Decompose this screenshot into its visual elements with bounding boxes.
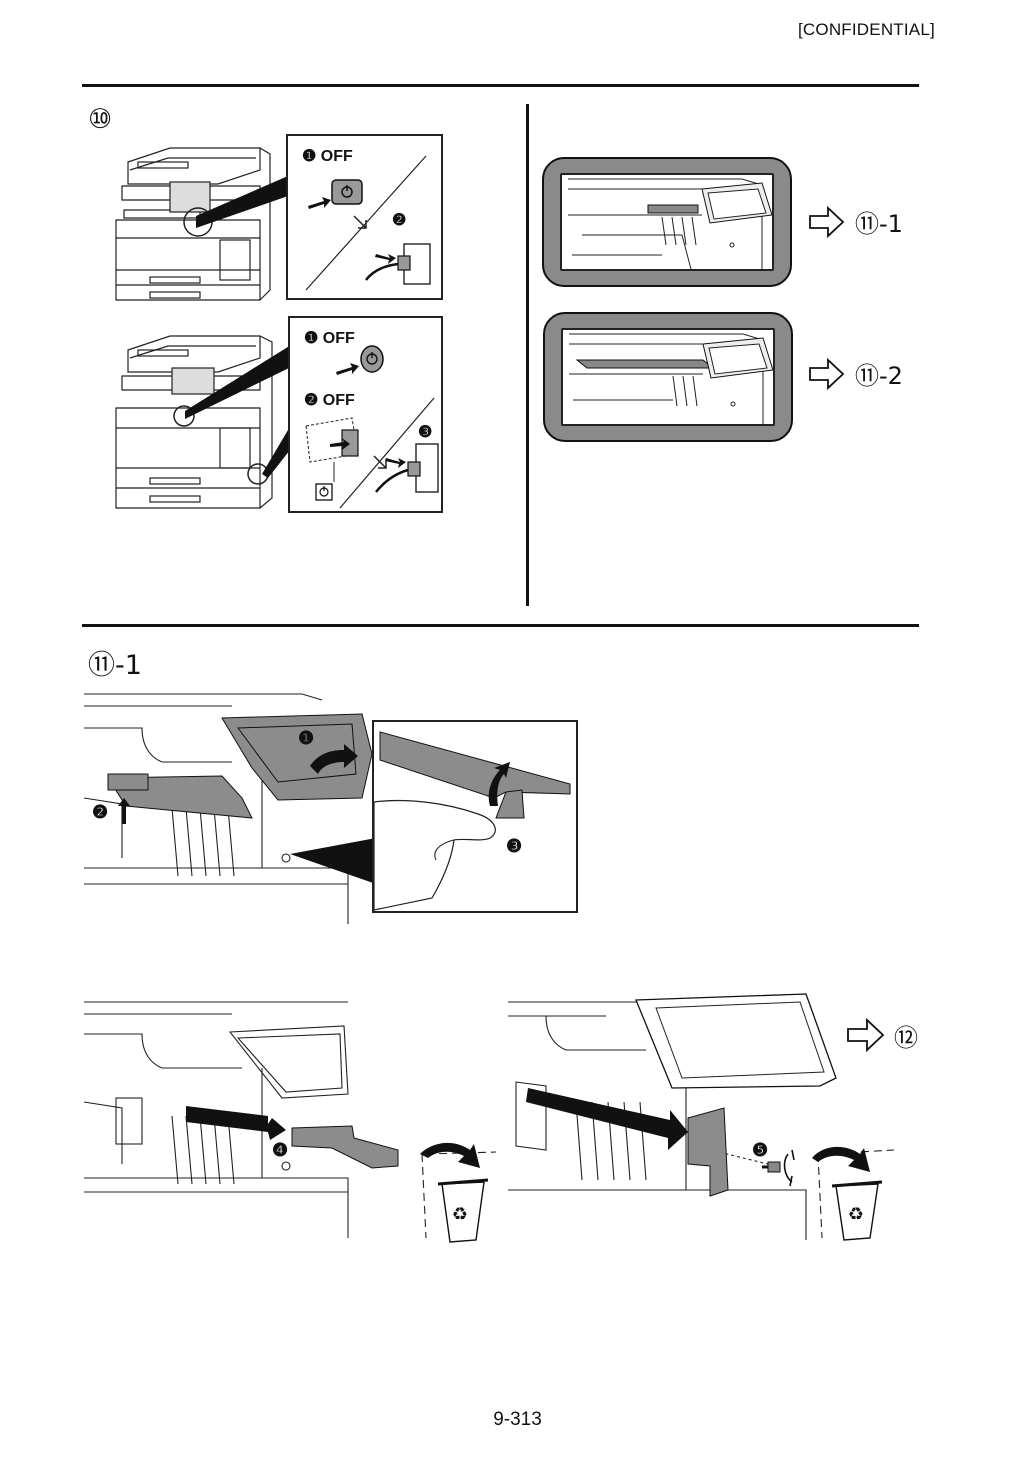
next-step-arrow-icon [847, 1017, 885, 1053]
power-off-inset-lower: ❶ OFF ❷ OFF ❸ [288, 316, 443, 513]
goto-label-2: ⑪-2 [855, 362, 903, 390]
page-number: 9-313 [493, 1409, 542, 1430]
main-switch-illustration [305, 417, 359, 501]
inset-lower-step3: ❸ [418, 424, 433, 441]
power-button-icon [331, 179, 363, 205]
callout-4: ❹ [272, 1140, 289, 1160]
callout-5: ❺ [752, 1140, 769, 1160]
callout-wedge-upper [196, 176, 288, 228]
inset-upper-step2: ❷ [392, 212, 407, 229]
next-step-label: ⑫ [894, 1024, 918, 1052]
printer-illustration-lower [115, 335, 273, 509]
hand-release-illustration [373, 731, 571, 911]
inset-lower-step1: ❶ OFF [304, 330, 355, 347]
screw-icon [762, 1161, 781, 1173]
top-rule [82, 84, 919, 87]
recycle-bin-icon: ♻ [437, 1178, 489, 1243]
next-arrow-icon-2 [373, 455, 387, 469]
inset-lower-step2: ❷ OFF [304, 392, 355, 409]
callout-2: ❷ [92, 802, 109, 822]
tray-illustration-2 [569, 333, 773, 424]
goto-label-1: ⑪-1 [855, 210, 903, 238]
callout-wedge-lower-2 [262, 430, 290, 478]
power-off-inset-upper: ❶ OFF ❷ [286, 134, 443, 300]
diagonal-divider-2 [339, 397, 435, 509]
step-10-label: ⑩ [88, 104, 113, 135]
unplug-cord-icon-2 [375, 443, 439, 493]
round-power-button-icon [360, 345, 384, 373]
bracket-removal-illustration-c: ♻ [508, 993, 895, 1241]
confidential-label: [CONFIDENTIAL] [798, 20, 935, 39]
tray-illustration-1 [568, 178, 772, 269]
middle-rule [82, 624, 919, 627]
recycle-bin-icon-2: ♻ [831, 1180, 883, 1241]
tray-removal-illustration-b: ♻ [83, 1001, 497, 1243]
callout-1: ❶ [298, 728, 315, 748]
tray-removal-illustration-a [83, 693, 373, 924]
step-11-1-label: ⑪-1 [88, 650, 142, 681]
inset-upper-step1: ❶ OFF [302, 148, 353, 165]
press-arrow-icon [308, 197, 331, 209]
press-arrow-icon-2 [336, 363, 359, 375]
unplug-cord-icon [365, 243, 431, 285]
option-thumbnail-2[interactable] [543, 312, 793, 442]
option-thumbnail-1[interactable] [542, 157, 792, 287]
svg-text:♻: ♻ [452, 1204, 468, 1225]
callout-3: ❸ [506, 836, 523, 856]
printer-illustration-upper [115, 147, 271, 301]
section-divider-vertical [526, 104, 529, 606]
callout-wedge-11-1 [290, 838, 376, 884]
svg-text:♻: ♻ [848, 1204, 864, 1225]
goto-arrow-icon-1 [809, 205, 845, 239]
next-arrow-icon [353, 215, 367, 229]
tray-release-inset: ❸ [372, 720, 578, 913]
goto-arrow-icon-2 [809, 357, 845, 391]
callout-wedge-lower-1 [185, 345, 291, 419]
